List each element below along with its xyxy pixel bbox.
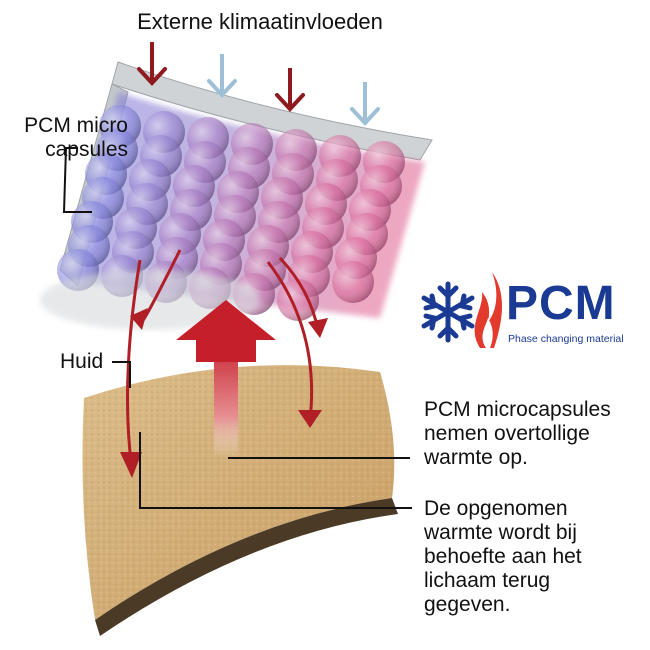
skin-layer: [82, 365, 398, 636]
leader-lines: [62, 147, 412, 509]
warm-climate-arrowhead: [137, 67, 167, 86]
flame-icon: [474, 272, 502, 348]
heat-arrow: [176, 300, 276, 458]
capsule-label: PCM micro capsules: [24, 114, 128, 161]
release-description: De opgenomen warmte wordt bij behoefte a…: [424, 497, 582, 616]
skin-label: Huid: [60, 350, 104, 373]
cold-climate-arrowhead: [350, 107, 380, 126]
logo-wordmark: PCM: [506, 277, 616, 330]
warm-climate-arrowhead: [275, 93, 305, 112]
cold-climate-arrowhead: [207, 79, 237, 98]
snowflake-icon: [421, 281, 475, 343]
pcm-capsule-shading: [332, 261, 374, 303]
external-arrows: [137, 42, 380, 126]
absorb-description: PCM microcapsules nemen overtollige warm…: [424, 398, 611, 469]
page-title: Externe klimaatinvloeden: [137, 9, 383, 34]
pcm-logo: PCM Phase changing material: [420, 272, 642, 352]
capsule-haze: [40, 270, 260, 330]
release-arrowheads: [120, 308, 328, 478]
fabric-layer: [111, 61, 433, 161]
logo-subtitle: Phase changing material: [508, 333, 624, 345]
